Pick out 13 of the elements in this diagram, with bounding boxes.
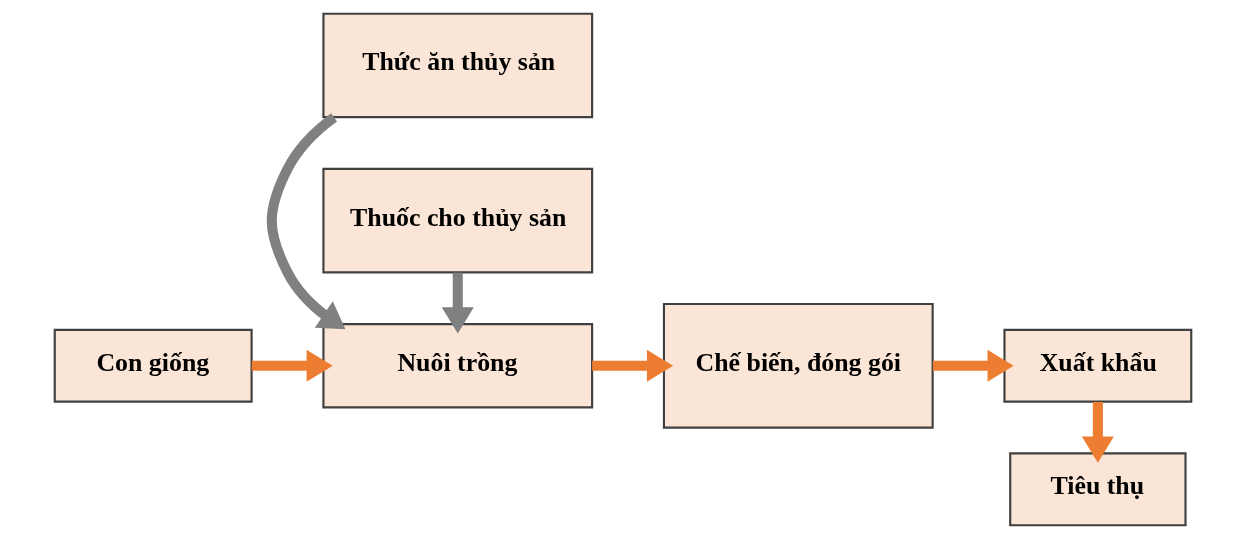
arrow [266,113,346,330]
arrow [932,349,1014,382]
node-box: Nuôi trồng [322,323,594,409]
node-box: Thuốc cho thủy sản [322,167,594,274]
node-box: Tiêu thụ [1009,452,1187,527]
arrow [1081,401,1114,463]
arrow [441,272,474,334]
arrow [592,349,674,382]
node-box: Xuất khẩu [1003,328,1193,403]
arrow [251,349,333,382]
node-box: Thức ăn thủy sản [322,12,594,119]
node-box: Chế biến, đóng gói [662,302,934,429]
node-box: Con giống [53,328,253,403]
